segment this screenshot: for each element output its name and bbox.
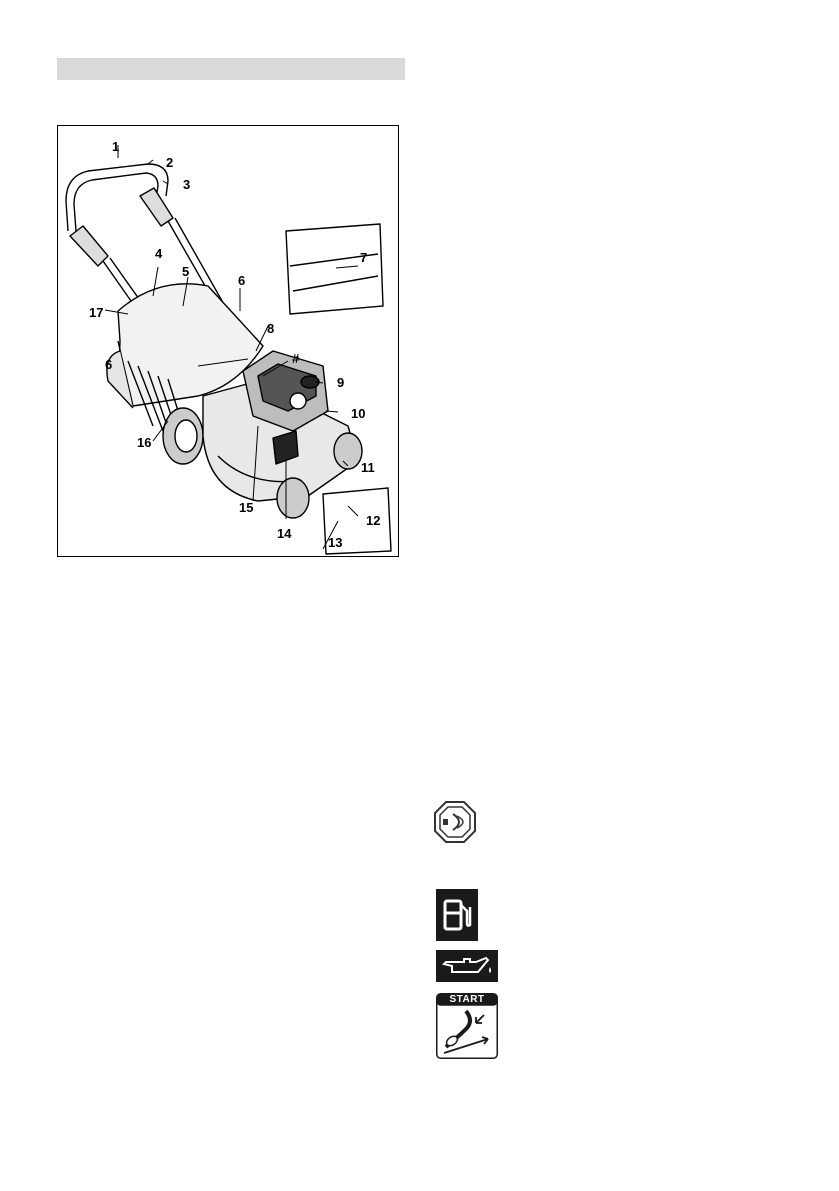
callout-1: 1 [112,140,119,153]
callout-13: 13 [328,536,342,549]
fuel-icon [436,889,478,941]
callout-5: 5 [182,265,189,278]
callout-12: 12 [366,514,380,527]
callout-4: 4 [155,247,162,260]
callout-10: 10 [351,407,365,420]
callout-11: 11 [361,461,375,474]
callout-6-left: 6 [105,358,112,371]
callout-8: 8 [267,322,274,335]
callout-2: 2 [166,156,173,169]
choke-icon [433,800,477,844]
start-label: START [436,994,498,1006]
start-rope-icon: START [436,993,498,1059]
callout-hash: # [292,352,299,365]
callout-3: 3 [183,178,190,191]
callout-9: 9 [337,376,344,389]
callout-6-right: 6 [238,274,245,287]
lawnmower-figure: 1 2 3 4 5 6 6 7 8 # 9 10 11 12 13 14 15 … [57,125,399,557]
callout-17: 17 [89,306,103,319]
callout-7: 7 [360,251,367,264]
oil-icon [436,950,498,982]
section-header-bar [57,58,405,80]
callout-14: 14 [277,527,291,540]
lawnmower-drawing [58,126,399,557]
callout-15: 15 [239,501,253,514]
callout-16: 16 [137,436,151,449]
